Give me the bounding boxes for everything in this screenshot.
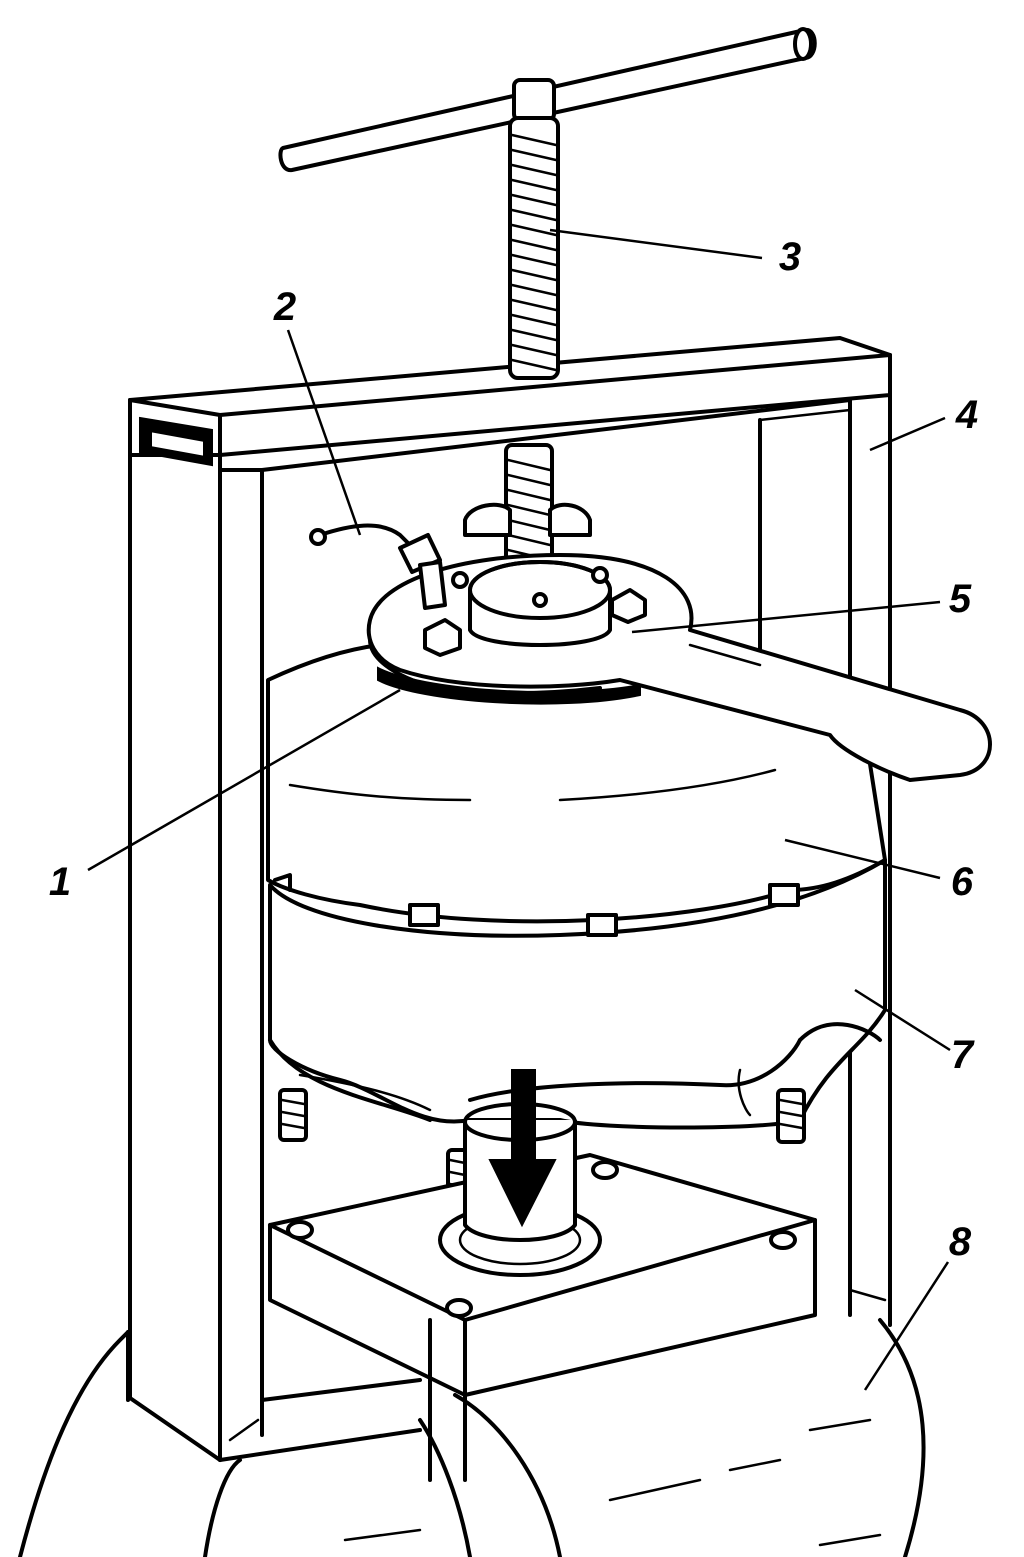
support-base-body — [18, 1318, 926, 1557]
valve-pin — [309, 523, 447, 610]
callout-3: 3 — [779, 235, 801, 279]
spanner-key — [366, 502, 992, 782]
press-frame — [128, 336, 892, 1462]
callout-2: 2 — [273, 285, 296, 329]
leader-4 — [869, 416, 946, 452]
callout-8: 8 — [949, 1220, 972, 1264]
screw-with-t-handle — [278, 27, 817, 567]
leader-5 — [631, 600, 941, 634]
leader-7 — [854, 988, 951, 1052]
leader-2 — [286, 329, 362, 536]
leader-lines — [87, 228, 951, 1391]
leader-1 — [87, 688, 401, 872]
key-bolts — [423, 566, 647, 657]
base-plate — [268, 1102, 817, 1482]
screw-threads-upper — [510, 133, 558, 372]
callout-1: 1 — [49, 860, 71, 904]
downward-arrow — [488, 1069, 557, 1228]
callout-numbers: 1 2 3 4 5 6 7 8 — [49, 235, 978, 1264]
callout-7: 7 — [951, 1033, 975, 1077]
leader-3 — [549, 228, 763, 260]
leader-6 — [784, 838, 941, 880]
leader-8 — [863, 1261, 950, 1391]
lower-housing — [268, 858, 887, 1130]
callout-6: 6 — [951, 860, 974, 904]
cover-tabs — [273, 873, 800, 937]
callout-4: 4 — [955, 393, 978, 437]
seal-ring — [377, 666, 641, 705]
callout-5: 5 — [949, 577, 972, 621]
